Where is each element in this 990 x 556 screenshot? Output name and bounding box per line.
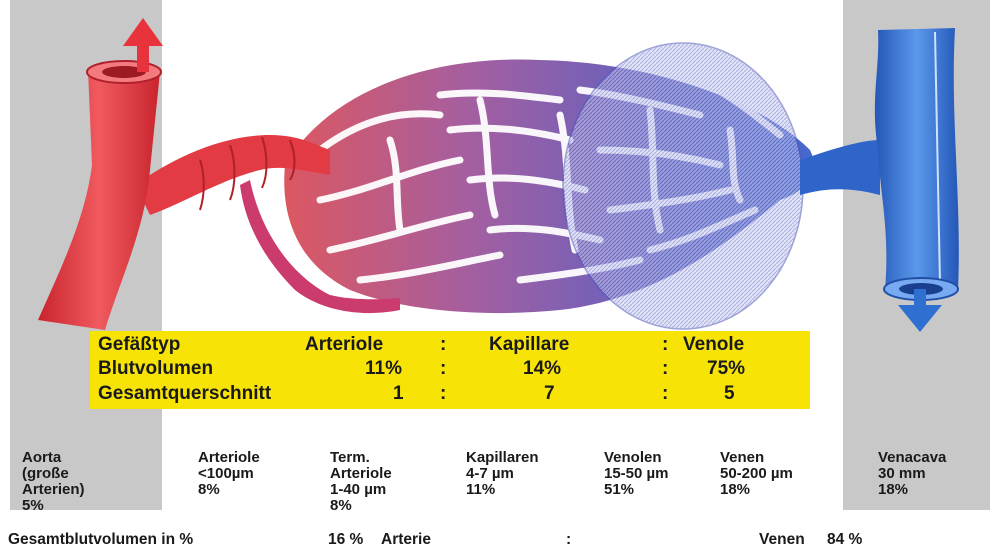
aorta-vessel	[38, 61, 161, 330]
vessel-line: 4-7 µm	[466, 466, 539, 482]
vessel-line: Kapillaren	[466, 450, 539, 466]
arterie-label: Arterie	[381, 531, 431, 549]
venole-header: Venole	[683, 334, 744, 356]
kapillare-blutvolumen: 14%	[523, 358, 561, 380]
kapillare-querschnitt: 7	[544, 383, 555, 405]
vessel-line: 11%	[466, 482, 539, 498]
venole-querschnitt: 5	[724, 383, 735, 405]
venole-blutvolumen: 75%	[707, 358, 745, 380]
vessel-label-kapillaren: Kapillaren 4-7 µm 11%	[466, 450, 539, 498]
arteriole-header: Arteriole	[305, 334, 383, 356]
vessel-line: 8%	[198, 482, 260, 498]
sep-3-2: :	[662, 383, 668, 405]
sep-1-1: :	[440, 334, 446, 356]
sep-1-2: :	[662, 334, 668, 356]
row-label-blutvolumen: Blutvolumen	[98, 358, 213, 380]
vessel-line: 5%	[22, 498, 85, 514]
vessel-line: 18%	[720, 482, 793, 498]
gesamtblutvolumen-label: Gesamtblutvolumen in %	[8, 531, 193, 549]
vessel-line: 50-200 µm	[720, 466, 793, 482]
sep-3-1: :	[440, 383, 446, 405]
kapillare-header: Kapillare	[489, 334, 569, 356]
venen-label: Venen	[759, 531, 805, 549]
vessel-label-venolen: Venolen 15-50 µm 51%	[604, 450, 669, 498]
vessel-line: 18%	[878, 482, 946, 498]
vessel-line: 1-40 µm	[330, 482, 392, 498]
row-label-gesamtquerschnitt: Gesamtquerschnitt	[98, 383, 271, 405]
vessel-line: 30 mm	[878, 466, 946, 482]
vessel-line: 8%	[330, 498, 392, 514]
sep-2-1: :	[440, 358, 446, 380]
vessel-line: Venen	[720, 450, 793, 466]
arteriole-blutvolumen: 11%	[365, 358, 402, 380]
vessel-line: Venacava	[878, 450, 946, 466]
vessel-line: Arteriole	[330, 466, 392, 482]
vessel-label-term-arteriole: Term. Arteriole 1-40 µm 8%	[330, 450, 392, 514]
vessel-line: 15-50 µm	[604, 466, 669, 482]
vessel-label-venacava: Venacava 30 mm 18%	[878, 450, 946, 498]
vessel-line: Arterien)	[22, 482, 85, 498]
vessel-line: Aorta	[22, 450, 85, 466]
vessel-line: Arteriole	[198, 450, 260, 466]
arteriole-querschnitt: 1	[393, 383, 404, 405]
row-label-gefaesstyp: Gefäßtyp	[98, 334, 180, 356]
vessel-label-aorta: Aorta (große Arterien) 5%	[22, 450, 85, 514]
vessel-line: (große	[22, 466, 85, 482]
footer-separator: :	[566, 531, 571, 549]
sep-2-2: :	[662, 358, 668, 380]
venule-drain	[800, 140, 880, 195]
vessel-label-venen: Venen 50-200 µm 18%	[720, 450, 793, 498]
vessel-line: <100µm	[198, 466, 260, 482]
vena-cava-vessel	[875, 28, 959, 300]
vessel-label-arteriole: Arteriole <100µm 8%	[198, 450, 260, 498]
arterie-value: 16 %	[328, 531, 363, 549]
venule-region-ellipse	[563, 43, 803, 329]
venen-value: 84 %	[827, 531, 862, 549]
vessel-line: Term.	[330, 450, 392, 466]
vessel-line: Venolen	[604, 450, 669, 466]
vessel-line: 51%	[604, 482, 669, 498]
